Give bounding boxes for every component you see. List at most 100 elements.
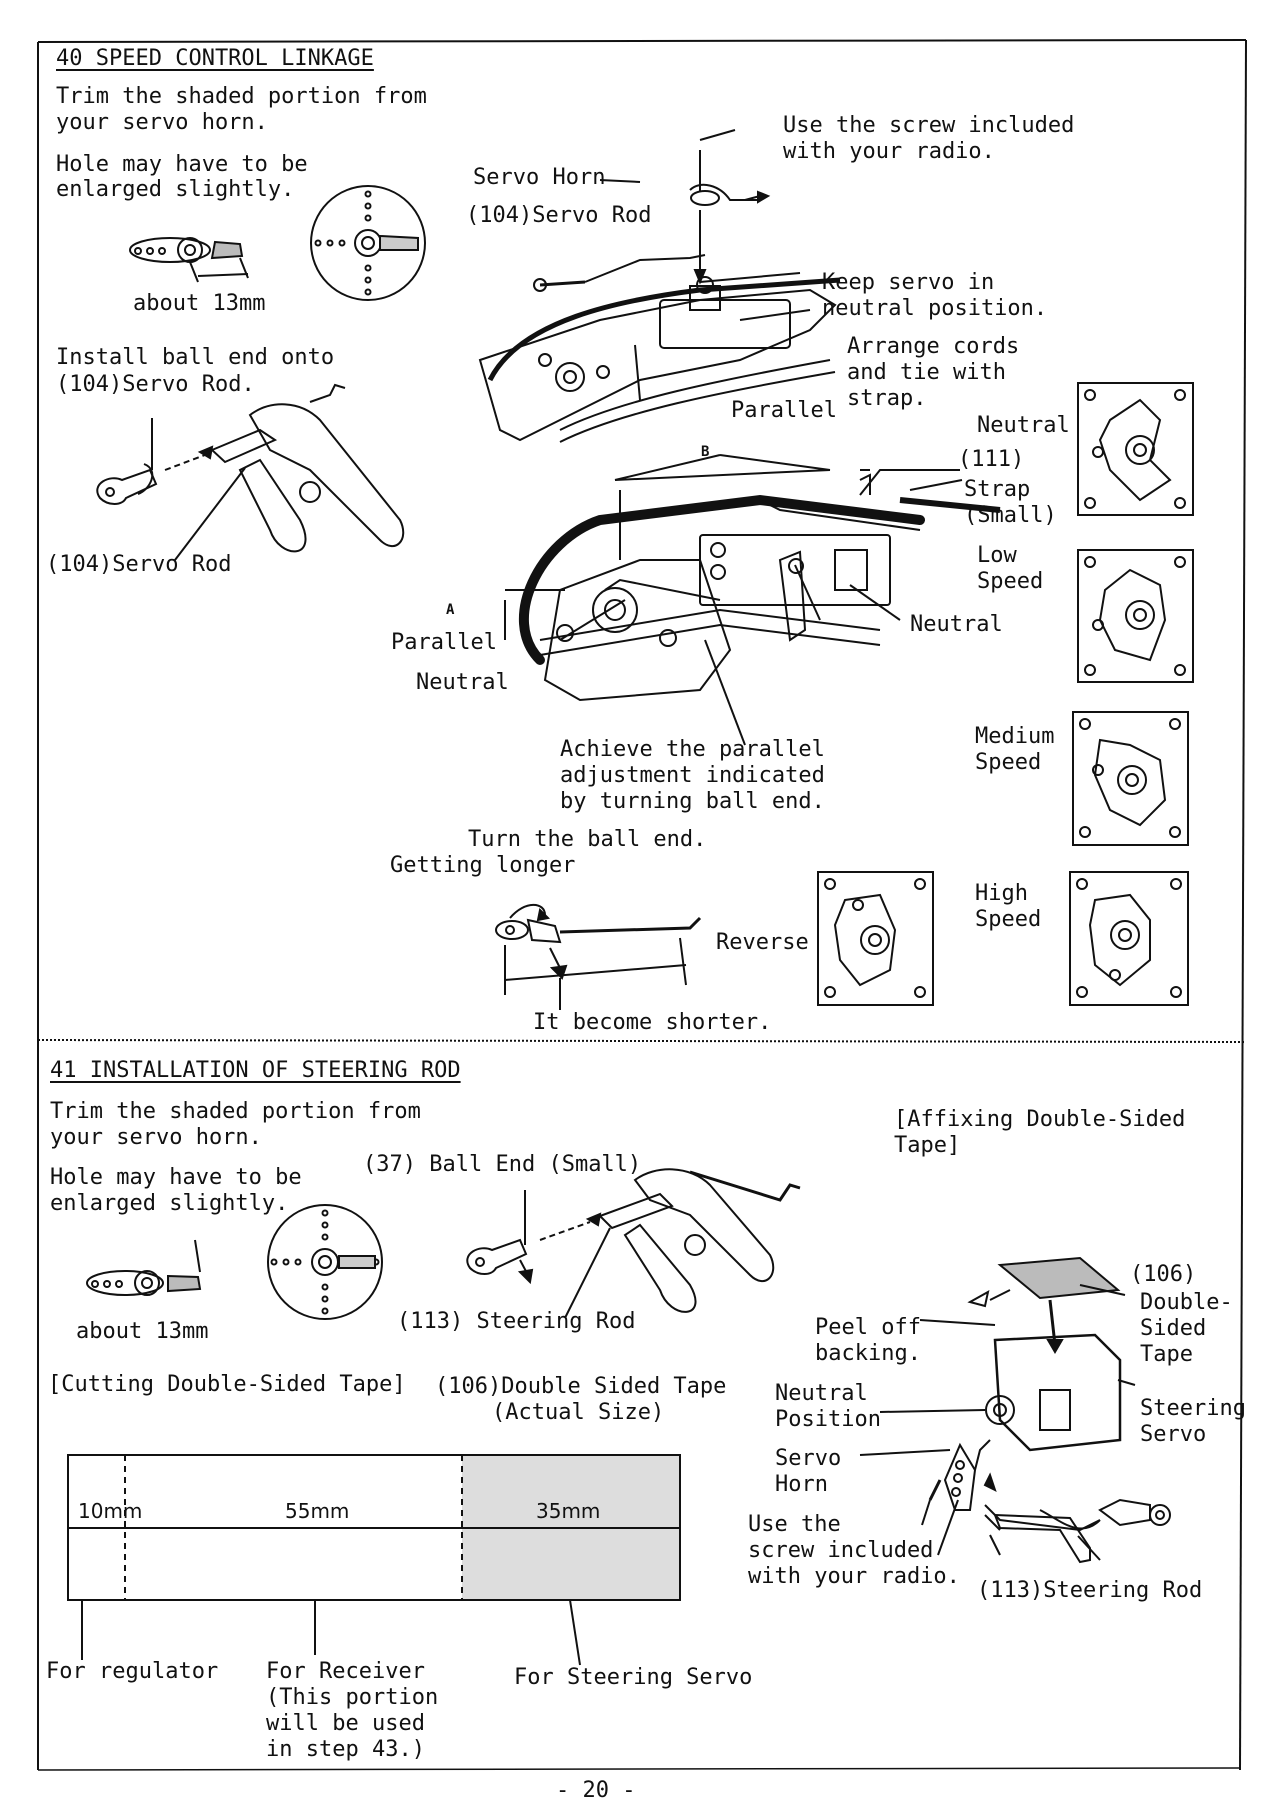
position-high-line2: Speed (975, 907, 1042, 932)
servo-horn-41-line1: Servo (775, 1446, 842, 1471)
servo-disc-illustration-41 (267, 1204, 383, 1320)
double-sided-tape-label: (106)Double Sided Tape (435, 1374, 727, 1399)
arrange-cords-line1: Arrange cords (847, 334, 1020, 359)
steering-rod-label: (113) Steering Rod (397, 1309, 636, 1334)
about-13mm-label: about 13mm (133, 291, 266, 316)
section-41-heading: 41 INSTALLATION OF STEERING ROD (50, 1058, 461, 1083)
strap-label: (111) (958, 447, 1025, 472)
ball-end-small-label: (37) Ball End (Small) (363, 1152, 642, 1177)
trim-instruction-line1: Trim the shaded portion from (56, 84, 427, 109)
strap-line2: (Small) (964, 503, 1057, 528)
for-receiver-line3: will be used (266, 1711, 425, 1736)
position-high-line1: High (975, 881, 1028, 906)
parallel-left-label: Parallel (391, 630, 497, 655)
parallel-top-label: Parallel (731, 398, 837, 423)
steering-servo-illustration (859, 1256, 1171, 1564)
screw-note-line1: Use the screw included (783, 113, 1075, 138)
turn-ball-end-line2: Getting longer (390, 853, 576, 878)
peel-off-line1: Peel off (815, 1315, 921, 1340)
tape-line1: Double- (1140, 1290, 1233, 1315)
strap-line1: Strap (964, 477, 1031, 502)
part-number: 113 (990, 1578, 1030, 1603)
for-regulator-label: For regulator (46, 1659, 219, 1684)
dim-35mm: 35mm (536, 1499, 601, 1523)
screw-note-41-line3: with your radio. (748, 1564, 960, 1589)
part-number: 106 (1143, 1262, 1183, 1287)
part-number: 104 (69, 372, 109, 397)
servo-horn-label: Servo Horn (473, 165, 606, 190)
achieve-note-line3: by turning ball end. (560, 789, 825, 814)
trim-instruction-line2: your servo horn. (56, 110, 268, 135)
part-number: 37 (376, 1152, 403, 1177)
chassis-top-illustration (478, 150, 841, 443)
shorter-label: It become shorter. (533, 1010, 772, 1035)
arrange-cords-line2: and tie with (847, 360, 1006, 385)
screw-note-41-line2: screw included (748, 1538, 934, 1563)
keep-servo-line1: Keep servo in (822, 270, 995, 295)
section-40-heading: 40 SPEED CONTROL LINKAGE (56, 46, 374, 71)
tape-line3: Tape (1140, 1342, 1193, 1367)
dim-10mm: 10mm (78, 1499, 143, 1523)
for-receiver-line2: (This portion (266, 1685, 439, 1710)
ball-end-turn-illustration (495, 903, 702, 1010)
steering-servo-line2: Servo (1140, 1422, 1207, 1447)
servo-disc-illustration (310, 185, 426, 301)
install-ball-end-line2: (104)Servo Rod. (56, 372, 255, 397)
servo-horn-small-illustration-41 (86, 1239, 202, 1296)
servo-horn-small-illustration (129, 237, 249, 283)
top-servo-rod-label: (104)Servo Rod (466, 203, 652, 228)
marker-a: A (446, 602, 455, 618)
for-steering-servo-label: For Steering Servo (514, 1665, 753, 1690)
steering-servo-line1: Steering (1140, 1396, 1246, 1421)
position-low-line2: Speed (977, 569, 1044, 594)
pliers-ball-end-illustration (96, 383, 405, 561)
neutral-position-line2: Position (775, 1407, 881, 1432)
hole-note-line1: Hole may have to be (56, 152, 308, 177)
hole-note-41-line1: Hole may have to be (50, 1165, 302, 1190)
part-number: 104 (59, 552, 99, 577)
position-neutral-label: Neutral (977, 413, 1070, 438)
tape-line2: Sided (1140, 1316, 1207, 1341)
achieve-note-line2: adjustment indicated (560, 763, 825, 788)
affixing-tape-line2: Tape] (894, 1133, 961, 1158)
neutral-mid-label: Neutral (910, 612, 1003, 637)
cutting-tape-heading: [Cutting Double-Sided Tape] (48, 1372, 406, 1397)
affixing-tape-line1: [Affixing Double-Sided (894, 1107, 1186, 1132)
peel-off-line2: backing. (815, 1341, 921, 1366)
screw-note-41-line1: Use the (748, 1512, 841, 1537)
servo-rod-label: (104)Servo Rod (46, 552, 232, 577)
about-13mm-label-41: about 13mm (76, 1319, 209, 1344)
trim-instruction-41-line1: Trim the shaded portion from (50, 1099, 421, 1124)
position-low-line1: Low (977, 543, 1017, 568)
neutral-position-line1: Neutral (775, 1381, 868, 1406)
marker-b: B (701, 444, 710, 460)
tape-part-label: (106) (1130, 1262, 1197, 1287)
screw-note-line2: with your radio. (783, 139, 995, 164)
arrange-cords-line3: strap. (847, 386, 927, 411)
reverse-label: Reverse (716, 930, 809, 955)
pliers-ball-end-illustration-41 (466, 1168, 801, 1319)
for-receiver-line1: For Receiver (266, 1659, 425, 1684)
part-number: 106 (448, 1374, 488, 1399)
install-ball-end-line1: Install ball end onto (56, 345, 335, 370)
turn-ball-end-line1: Turn the ball end. (468, 827, 707, 852)
trim-instruction-41-line2: your servo horn. (50, 1125, 262, 1150)
servo-horn-41-line2: Horn (775, 1472, 828, 1497)
tape-actual-size-diagram (67, 1454, 681, 1666)
part-number: 104 (479, 203, 519, 228)
page-number: - 20 - (556, 1778, 636, 1803)
position-medium-line2: Speed (975, 750, 1042, 775)
achieve-note-line1: Achieve the parallel (560, 737, 825, 762)
servo-position-diagrams (817, 382, 1194, 1006)
dim-55mm: 55mm (285, 1499, 350, 1523)
part-number: 111 (971, 447, 1011, 472)
actual-size-label: (Actual Size) (492, 1400, 665, 1425)
neutral-left-label: Neutral (416, 670, 509, 695)
part-number: 113 (410, 1309, 450, 1334)
keep-servo-line2: neutral position. (822, 296, 1048, 321)
position-medium-line1: Medium (975, 724, 1055, 749)
linkage-illustration (504, 454, 1001, 746)
for-receiver-line4: in step 43.) (266, 1737, 425, 1762)
steering-rod-41-label: (113)Steering Rod (977, 1578, 1203, 1603)
